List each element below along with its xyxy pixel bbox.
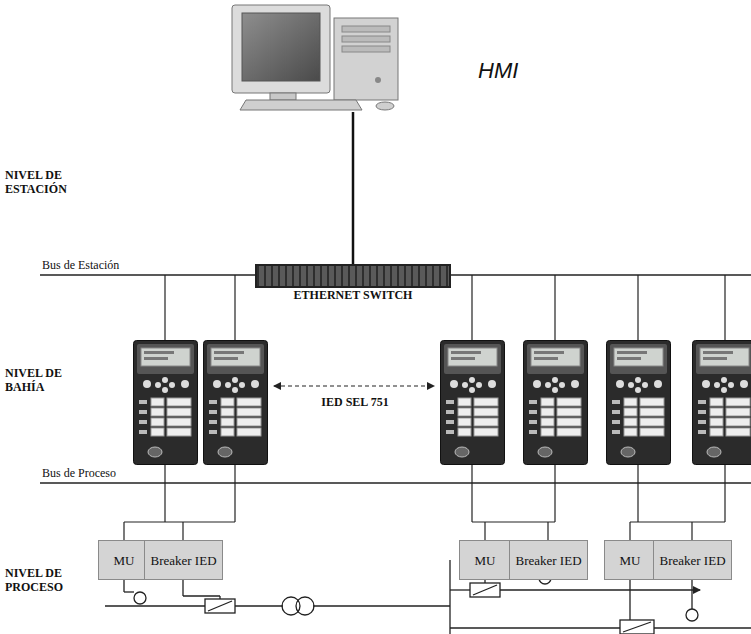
ethernet-switch: ETHERNET SWITCH [255, 264, 451, 288]
box-label: Breaker IED [659, 553, 725, 568]
box-label: Breaker IED [150, 553, 216, 568]
computer-illustration [232, 5, 398, 110]
process-box: MU [604, 540, 656, 580]
process-box: Breaker IED [653, 540, 732, 580]
bus-label: Bus de Proceso [42, 466, 202, 480]
box-label: MU [475, 553, 496, 568]
device-label: IED SEL 751 [320, 395, 390, 409]
box-label: Breaker IED [515, 553, 581, 568]
hmi-label: HMI [478, 58, 518, 84]
level-label: NIVEL DE BAHÍA [5, 366, 87, 394]
hmi-workstation: HMI [228, 0, 403, 112]
level-label: NIVEL DE PROCESO [5, 566, 87, 594]
process-drops [124, 465, 725, 540]
process-box: MU [98, 540, 150, 580]
box-label: MU [114, 553, 135, 568]
process-box: Breaker IED [509, 540, 588, 580]
box-label: MU [620, 553, 641, 568]
process-bus [40, 482, 751, 484]
switch-label: ETHERNET SWITCH [294, 288, 413, 302]
ied-link [274, 385, 434, 386]
network-cable [352, 112, 355, 264]
level-label: NIVEL DE ESTACIÓN [5, 168, 87, 196]
bus-label: Bus de Estación [42, 258, 202, 272]
process-box: Breaker IED [144, 540, 223, 580]
ied-relays [134, 341, 751, 465]
process-box: MU [459, 540, 511, 580]
